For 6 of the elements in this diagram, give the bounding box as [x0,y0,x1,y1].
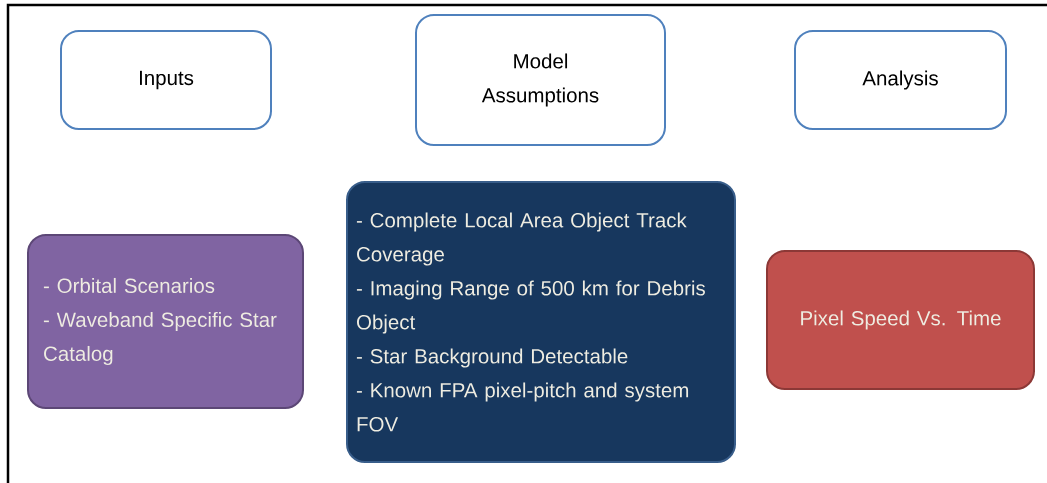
header-box: Model Assumptions [415,14,666,146]
content-box: - Complete Local Area Object Track Coverage - Imaging Range of 500 km for Debris Object - Star Background Detectable - Known FPA pixel-pitch and system FOV [346,181,736,463]
header-box: Analysis [794,30,1007,130]
content-box: - Orbital Scenarios - Waveband Specific Star Catalog [27,234,304,409]
content-box: Pixel Speed Vs. Time [766,250,1035,390]
header-box: Inputs [60,30,272,130]
